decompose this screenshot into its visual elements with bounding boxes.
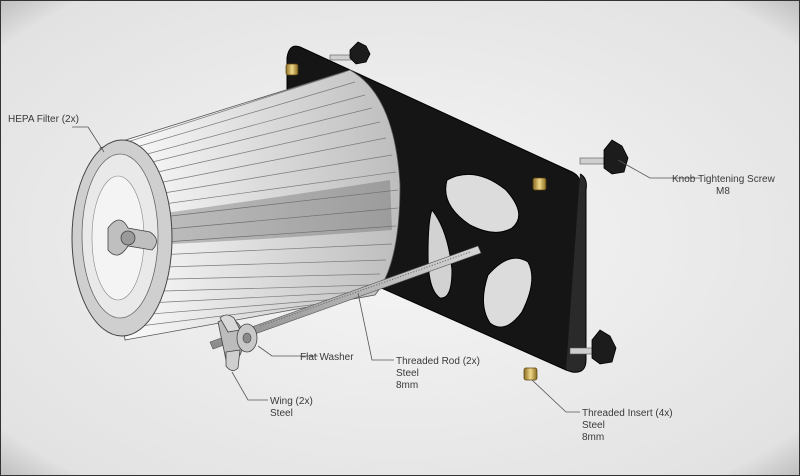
knob-screw-right	[579, 139, 629, 175]
flat-washer	[236, 323, 258, 353]
threaded-insert-bottom	[523, 367, 538, 381]
threaded-rod	[209, 245, 482, 350]
label-knob-screw: Knob Tightening Screw	[672, 174, 776, 185]
plate-hole-lower	[483, 257, 533, 328]
plate-hole-upper	[445, 173, 520, 233]
knob-screw-bottom	[569, 329, 617, 365]
plate-hole-left	[427, 209, 453, 299]
filter-pleats	[114, 71, 399, 329]
threaded-insert-right	[532, 177, 547, 191]
wing-nut	[217, 314, 243, 371]
hepa-filter	[71, 69, 401, 341]
filter-wing-nut	[107, 219, 157, 256]
label-threaded-rod-size: 8mm	[396, 380, 418, 391]
label-threaded-rod-material: Steel	[396, 368, 419, 379]
leader-lines	[72, 126, 700, 413]
knob-screw-top	[329, 41, 371, 65]
label-flat-washer: Flat Washer	[300, 352, 354, 363]
label-threaded-insert-material: Steel	[582, 420, 605, 431]
threaded-insert-top-left	[285, 63, 299, 76]
label-threaded-rod: Threaded Rod (2x)	[396, 356, 480, 367]
label-threaded-insert-size: 8mm	[582, 432, 604, 443]
label-knob-screw-size: M8	[716, 186, 730, 197]
label-threaded-insert: Threaded Insert (4x)	[582, 408, 673, 419]
label-hepa-filter: HEPA Filter (2x)	[8, 114, 79, 125]
label-wing-material: Steel	[270, 408, 293, 419]
label-wing: Wing (2x)	[270, 396, 313, 407]
